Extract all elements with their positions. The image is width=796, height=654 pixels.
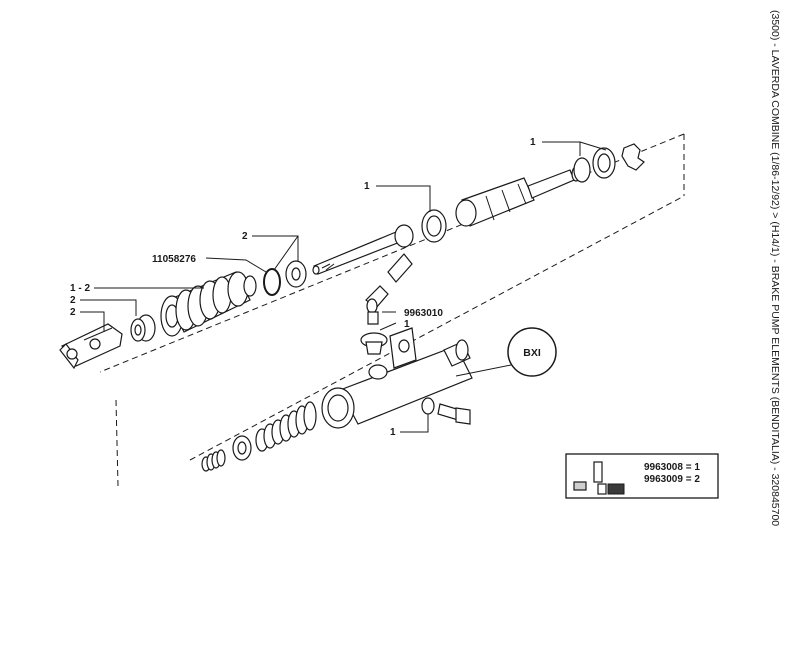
snap-ring [263,268,281,296]
rubber-boot [160,271,257,337]
side-title: (3500) - LAVERDA COMBINE (1/86-12/92) > … [769,10,781,526]
bxi-label: BXI [523,347,541,359]
callout-1-top-right: 1 [530,137,536,148]
kit-parts-icon [573,461,625,495]
hose-connector [365,253,413,325]
cylinder-body [321,327,473,429]
kit-line-1: 9963008 = 1 [644,462,700,473]
push-rod [312,224,414,275]
reservoir-plug [360,332,388,355]
piston-seal [421,209,447,243]
callout-9963010: 9963010 [404,308,443,319]
callout-1-2: 1 - 2 [70,283,90,294]
bush [130,314,156,342]
spring-cup [232,435,252,461]
piston [455,166,581,227]
assembly-frame-bottom [189,195,685,461]
callout-11058276: 11058276 [152,254,196,265]
kit-box: 9963008 = 1 9963009 = 2 [565,453,719,499]
callout-2-a: 2 [70,295,76,306]
callout-1-bottom: 1 [390,427,396,438]
circlip [621,143,645,171]
leader-lines [80,141,607,433]
cup-seals [573,147,616,183]
clevis-fork [59,323,123,370]
assembly-frame-left [115,399,119,487]
callout-2-b: 2 [70,307,76,318]
callout-1-mid: 1 [364,181,370,192]
callout-2-upper: 2 [242,231,248,242]
bxi-callout: BXI [507,327,557,377]
washer [285,260,307,288]
return-spring [255,401,317,452]
valve-spring [201,449,226,472]
callout-1-plug: 1 [404,319,410,330]
washer-bolt [421,397,471,425]
kit-line-2: 9963009 = 2 [644,474,700,485]
